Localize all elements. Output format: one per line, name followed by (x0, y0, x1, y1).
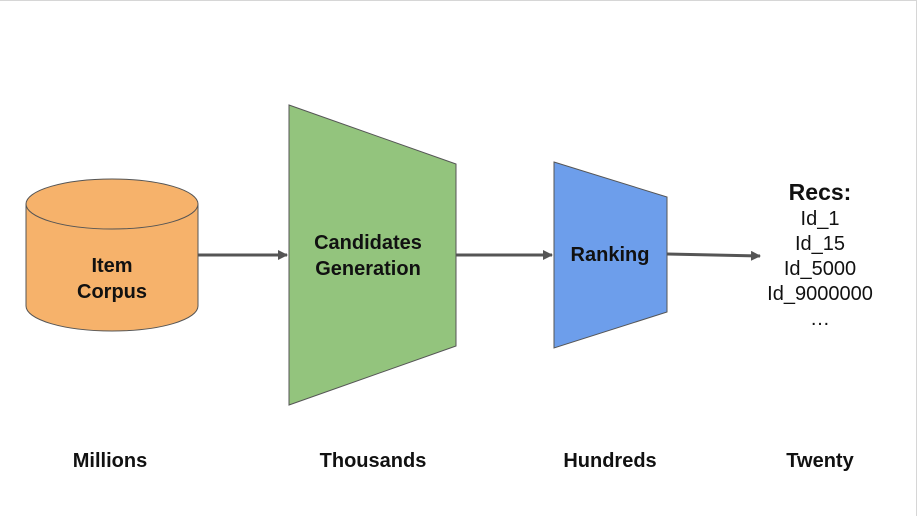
candidates-generation-label: Candidates Generation (298, 230, 438, 282)
candidates-generation-trapezoid (288, 104, 457, 406)
candidates-line2: Generation (315, 258, 421, 280)
scale-label-hundreds: Hundreds (563, 450, 657, 472)
scale-label-thousands: Thousands (319, 450, 427, 472)
ranking-trapezoid (553, 161, 668, 349)
item-corpus-label: Item Corpus (52, 253, 172, 305)
scale-label-millions: Millions (72, 450, 148, 472)
item-corpus-cylinder (25, 178, 199, 332)
cylinder-body (25, 203, 199, 332)
recs-list: Recs: Id_1 Id_15 Id_5000 Id_9000000 … (750, 177, 890, 332)
item-corpus-line2: Corpus (77, 281, 147, 303)
candidates-line1: Candidates (314, 232, 422, 254)
recs-item: Id_15 (794, 233, 846, 255)
ranking-text: Ranking (570, 244, 650, 266)
recs-title: Recs: (788, 179, 852, 205)
recs-item: Id_9000000 (767, 283, 873, 305)
cylinder-top (25, 178, 199, 230)
recs-item: Id_5000 (783, 258, 857, 280)
ranking-label: Ranking (555, 242, 665, 268)
recs-ellipsis: … (810, 308, 830, 330)
recs-item: Id_1 (800, 208, 840, 230)
item-corpus-line1: Item (91, 255, 133, 277)
arrow-ranking-to-recs (666, 250, 761, 261)
scale-label-twenty: Twenty (786, 450, 854, 472)
